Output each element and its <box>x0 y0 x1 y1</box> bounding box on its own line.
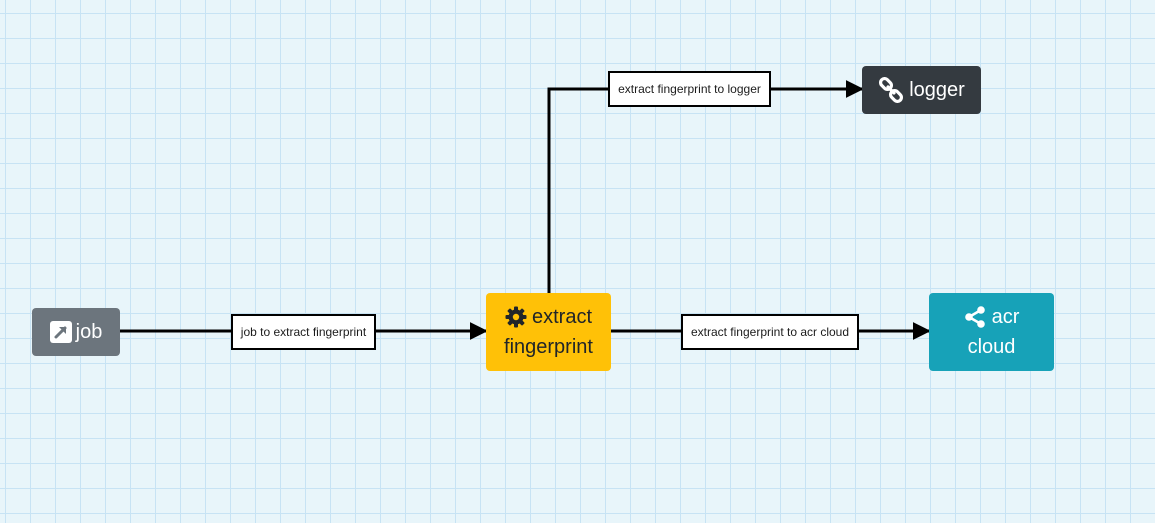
node-acr-label-line2: cloud <box>967 336 1016 358</box>
edge-label-extract-to-acr[interactable]: extract fingerprint to acr cloud <box>681 314 859 350</box>
share-icon <box>964 306 986 328</box>
node-acr-cloud[interactable]: acr cloud <box>929 293 1054 371</box>
node-logger[interactable]: logger <box>862 66 981 114</box>
node-job[interactable]: job <box>32 308 120 356</box>
edge-extract-to-logger[interactable] <box>547 80 864 293</box>
node-extract-label-line1: extract <box>531 306 593 328</box>
node-acr-label-line1: acr <box>991 306 1020 328</box>
edge-label-extract-to-logger[interactable]: extract fingerprint to logger <box>608 71 771 107</box>
link-icon <box>878 77 904 103</box>
external-link-icon <box>49 321 72 343</box>
gear-icon <box>505 306 527 328</box>
node-extract-fingerprint[interactable]: extract fingerprint <box>486 293 611 371</box>
node-job-label: job <box>75 320 103 343</box>
node-extract-label-line2: fingerprint <box>504 336 593 358</box>
node-logger-label: logger <box>909 78 965 101</box>
edge-label-job-to-extract[interactable]: job to extract fingerprint <box>231 314 376 350</box>
